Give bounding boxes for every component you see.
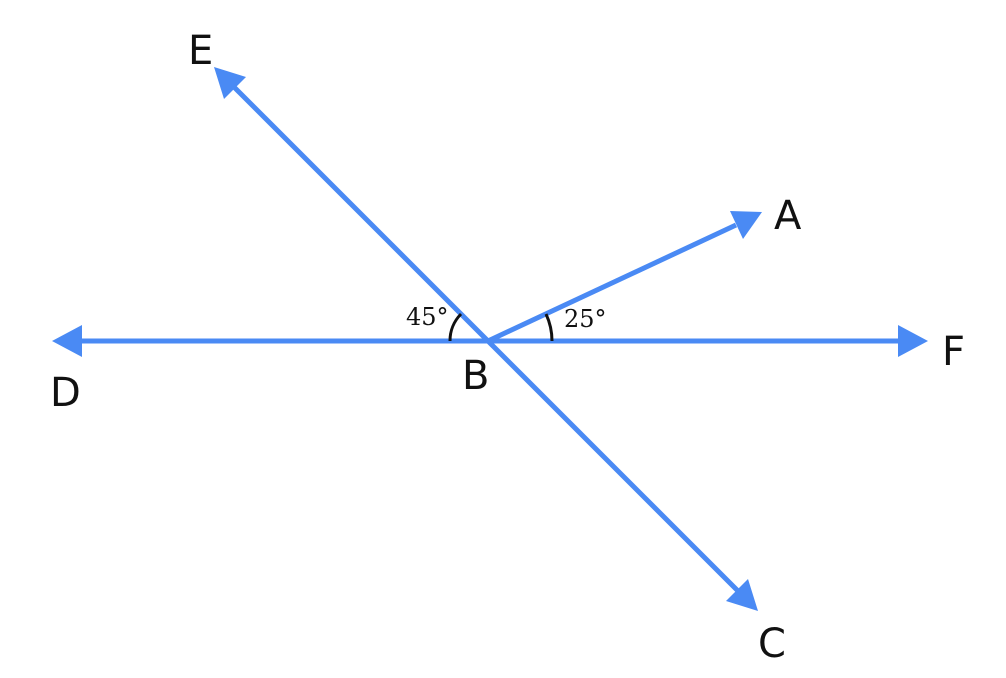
angle-label-ebd: 45° [406,303,449,331]
arrowhead-e [214,67,246,99]
point-label-a: A [774,193,802,239]
arrowhead-f [898,325,928,357]
point-label-f: F [942,329,965,375]
point-label-b: B [462,353,489,399]
ray-be [232,85,490,343]
angle-arc-ebd [448,312,463,342]
point-label-c: C [758,621,786,667]
ray-ba [486,222,738,344]
point-label-e: E [188,28,213,74]
arrowhead-c [726,579,758,611]
ray-bc [486,339,740,593]
point-label-d: D [50,370,81,416]
angle-label-abf: 25° [564,305,607,333]
angle-arc-abf [544,313,554,342]
arrowhead-a [730,211,762,239]
arrowhead-d [52,325,82,357]
